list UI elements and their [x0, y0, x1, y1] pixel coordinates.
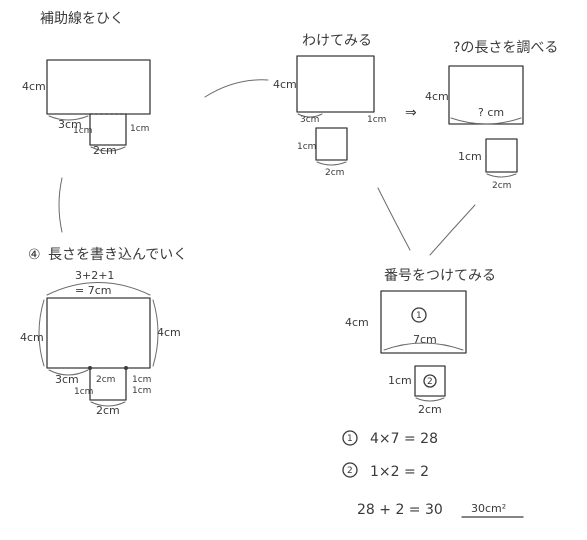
- step5-small-rectangle: [414, 365, 446, 397]
- step1-brace-2cm: [90, 146, 126, 152]
- equations-block: 1 4×7 = 28 2 1×2 = 2 28 + 2 = 30 30cm²: [342, 430, 524, 518]
- equation1-number: 1: [347, 434, 353, 444]
- step4-label-3cm: 3cm: [55, 373, 79, 386]
- step3-heading: ?の長さを調べる: [453, 40, 558, 56]
- step5-figure: 番号をつけてみる 4cm 1 7cm 2 1cm 2cm: [345, 268, 496, 416]
- step4-top-brace: [46, 282, 151, 296]
- step2-brace-2cm: [316, 161, 347, 166]
- step4-left-brace: [38, 299, 45, 367]
- step4-figure: ④ 長さを書き込んでいく 3+2+1 = 7cm 4cm 4cm 3cm 2cm…: [20, 247, 187, 417]
- final-answer: 30cm²: [471, 502, 506, 515]
- step5-label-4cm: 4cm: [345, 316, 369, 329]
- step2-label-1cm: 1cm: [367, 115, 386, 125]
- step1-label-3cm: 3cm: [58, 118, 82, 131]
- step1-big-rectangle: [46, 59, 151, 115]
- equation2-number: 2: [347, 466, 353, 476]
- step1-label-1cm-right: 1cm: [130, 124, 149, 134]
- step4-marker: ④: [28, 247, 41, 263]
- step4-label-1cm-left: 1cm: [74, 387, 93, 397]
- flow-arc-step1-to-step2: [204, 79, 269, 98]
- step2-label-2cm: 2cm: [325, 168, 344, 178]
- step5-big-rectangle: [380, 290, 467, 354]
- step2-label-4cm: 4cm: [273, 78, 297, 91]
- equation2-text: 1×2 = 2: [370, 464, 429, 480]
- equation1-circle: [342, 430, 358, 446]
- step2-label-1cm-side: 1cm: [297, 142, 316, 152]
- step2-big-rectangle: [296, 55, 375, 113]
- step1-label-2cm: 2cm: [93, 144, 117, 157]
- step5-circle-one-number: 1: [416, 311, 422, 321]
- step5-brace-7cm: [383, 342, 464, 351]
- step2-small-rectangle: [315, 127, 348, 161]
- step2-heading: わけてみる: [302, 33, 372, 49]
- flow-arc-step3-to-step5: [429, 204, 476, 256]
- step4-label-2cm-inner: 2cm: [96, 375, 115, 385]
- step4-label-4cm-right: 4cm: [157, 326, 181, 339]
- step5-label-2cm: 2cm: [418, 403, 442, 416]
- step5-brace-2cm: [415, 397, 445, 402]
- step4-brace-3cm: [48, 369, 89, 376]
- step1-brace-3cm: [48, 115, 89, 121]
- step4-label-2cm: 2cm: [96, 404, 120, 417]
- equation2-circle: [342, 462, 358, 478]
- step5-heading: 番号をつけてみる: [384, 268, 496, 284]
- step4-label-1cm-right: 1cm: [132, 386, 151, 396]
- step4-sum-expression: 3+2+1: [75, 269, 114, 282]
- step4-sum-result: = 7cm: [75, 284, 111, 297]
- step3-label-1cm: 1cm: [458, 150, 482, 163]
- step5-circle-two-number: 2: [427, 377, 433, 387]
- step5-circle-two: [423, 374, 437, 388]
- step2-brace-3cm: [297, 113, 323, 118]
- equation3-text: 28 + 2 = 30: [357, 502, 443, 518]
- step1-figure: 補助線をひく 4cm 3cm 1cm 1cm 2cm: [22, 11, 151, 157]
- step4-corner-dot-right: [124, 366, 128, 370]
- step4-label-1cm-right-top: 1cm: [132, 375, 151, 385]
- step5-label-7cm: 7cm: [413, 333, 437, 346]
- step3-label-4cm: 4cm: [425, 90, 449, 103]
- step3-small-rectangle: [485, 138, 518, 173]
- step2-label-3cm: 3cm: [300, 115, 319, 125]
- step4-corner-dot-left: [88, 366, 92, 370]
- step1-label-1cm-left: 1cm: [73, 126, 92, 136]
- step3-question-brace: [450, 117, 522, 125]
- step3-figure: ?の長さを調べる ⇒ 4cm ? cm 1cm 2cm: [405, 40, 558, 191]
- step4-label-4cm-left: 4cm: [20, 331, 44, 344]
- step1-small-rectangle: [89, 113, 127, 146]
- step4-right-brace: [152, 299, 159, 367]
- flow-arc-step1-to-step4: [58, 177, 63, 233]
- arrow-symbol: ⇒: [405, 105, 417, 121]
- flow-arc-step2-to-step5: [377, 187, 411, 251]
- step1-label-4cm: 4cm: [22, 80, 46, 93]
- step4-big-rectangle: [46, 297, 151, 369]
- step1-heading: 補助線をひく: [40, 11, 124, 27]
- step4-heading: 長さを書き込んでいく: [48, 247, 187, 263]
- step4-brace-2cm: [90, 401, 126, 407]
- step5-label-1cm: 1cm: [388, 374, 412, 387]
- step3-brace-2cm: [486, 173, 517, 178]
- equation1-text: 4×7 = 28: [370, 431, 438, 447]
- step3-label-question-cm: ? cm: [478, 106, 504, 119]
- step5-circle-one: [411, 307, 427, 323]
- step2-figure: わけてみる 4cm 3cm 1cm 1cm 2cm: [273, 33, 386, 178]
- step4-small-rectangle: [89, 367, 127, 401]
- step3-label-2cm: 2cm: [492, 181, 511, 191]
